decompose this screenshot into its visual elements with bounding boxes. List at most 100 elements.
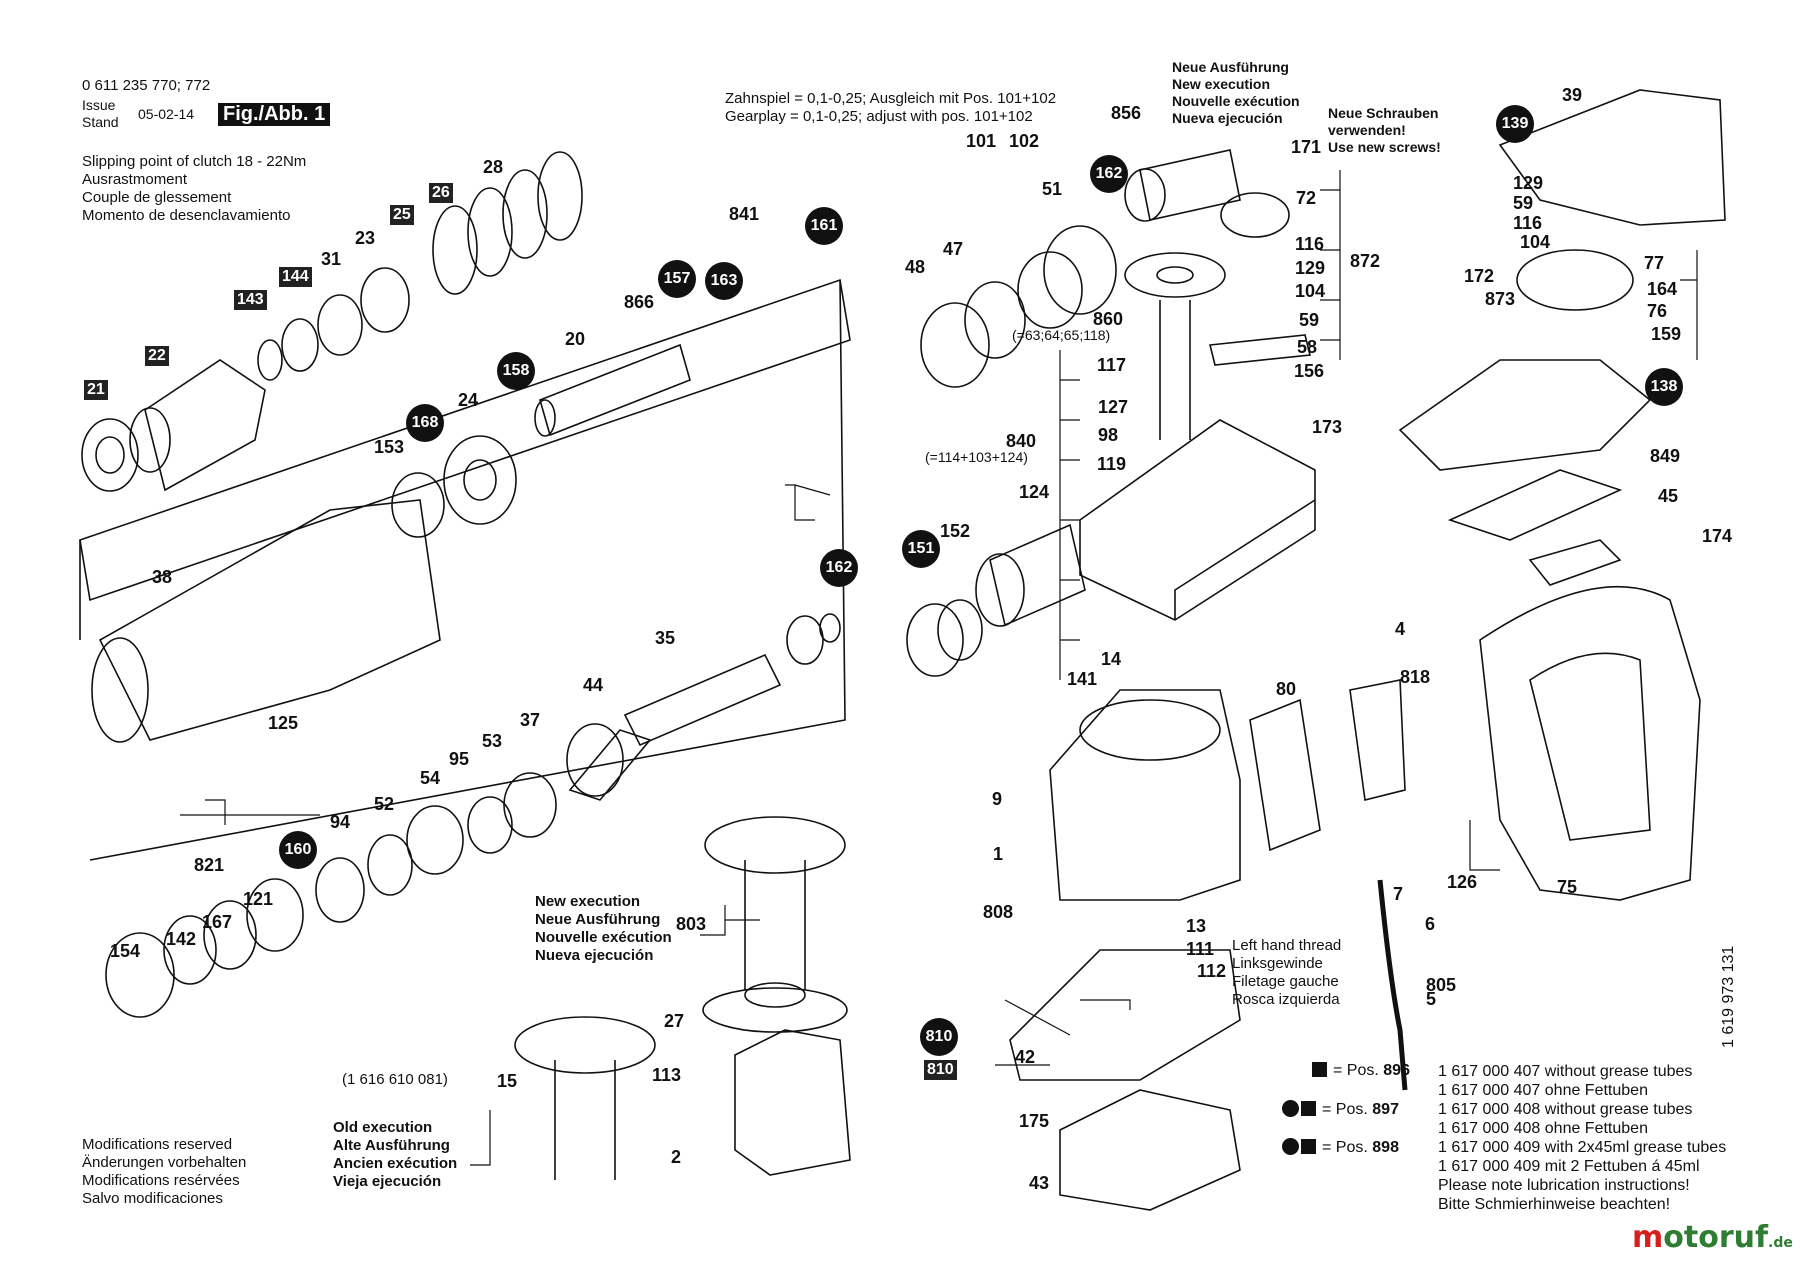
gearplay-note-2: Gearplay = 0,1-0,25; adjust with pos. 10… [725, 108, 1033, 125]
part-number: 167 [202, 912, 233, 932]
part-number: 873 [1485, 289, 1516, 309]
part-number: 1 [993, 844, 1004, 864]
part-number: 866 [624, 292, 655, 312]
part-number: 164 [1647, 279, 1678, 299]
stand-label: Stand [82, 114, 119, 130]
part-number: 35 [655, 628, 676, 648]
watermark-tld: .de [1768, 1235, 1793, 1251]
legend-pos: 897 [1372, 1101, 1399, 1118]
part-number: 4 [1395, 619, 1406, 639]
part-number: 175 [1019, 1111, 1050, 1131]
part-number: 154 [110, 941, 141, 961]
part-number: 124 [1019, 482, 1050, 502]
boxed-number: 21 [84, 380, 108, 400]
circled-number: 162 [1090, 155, 1128, 193]
part-number: 9 [992, 789, 1003, 809]
clutch-note-2: Ausrastmoment [82, 171, 188, 188]
part-number: 72 [1296, 188, 1317, 208]
old-exec-1: Old execution [333, 1119, 433, 1136]
part-number: 59 [1513, 193, 1534, 213]
new-screws-2: verwenden! [1328, 122, 1406, 138]
square-symbol-icon [1301, 1139, 1316, 1154]
part-number: 117 [1097, 355, 1127, 375]
part-number: 127 [1098, 397, 1129, 417]
modifications-1: Modifications reserved [82, 1136, 233, 1153]
legend-line: 1 617 000 407 ohne Fettuben [1438, 1082, 1648, 1099]
part-number: 5 [1426, 989, 1437, 1009]
part-number: 174 [1702, 526, 1733, 546]
part-number: 104 [1295, 281, 1326, 301]
new-exec-top-1: Neue Ausführung [1172, 59, 1289, 75]
new-exec-arm-1: New execution [535, 893, 641, 910]
part-number: 808 [983, 902, 1014, 922]
new-screws-1: Neue Schrauben [1328, 105, 1439, 121]
part-number: 849 [1650, 446, 1681, 466]
part-number: 116 [1513, 213, 1543, 233]
part-number: 101 [966, 131, 997, 151]
part-number: 173 [1312, 417, 1343, 437]
part-number: 159 [1651, 324, 1682, 344]
drawing-number: 1 619 973 131 [1720, 945, 1737, 1048]
part-number: 111 [1186, 939, 1215, 959]
part-number: 48 [905, 257, 926, 277]
new-exec-top-4: Nueva ejecución [1172, 110, 1283, 126]
part-number: 0 611 235 770; 772 [82, 77, 211, 94]
legend-line: Bitte Schmierhinweise beachten! [1438, 1196, 1671, 1213]
legend-line: 1 617 000 409 mit 2 Fettuben á 45ml [1438, 1158, 1700, 1175]
part-number: 54 [420, 768, 441, 788]
new-exec-arm-3: Nouvelle exécution [535, 929, 672, 946]
part-number: 42 [1015, 1047, 1036, 1067]
watermark-rest: otoruf [1663, 1220, 1769, 1255]
part-number: 14 [1101, 649, 1122, 669]
part-number: 28 [483, 157, 504, 177]
legend-line: 1 617 000 408 ohne Fettuben [1438, 1120, 1648, 1137]
part-number: 153 [374, 437, 405, 457]
part-number: 15 [497, 1071, 518, 1091]
part-number: 104 [1520, 232, 1551, 252]
part-number: 44 [583, 675, 604, 695]
part-number: 818 [1400, 667, 1431, 687]
part-number: 125 [268, 713, 299, 733]
legend-line: Please note lubrication instructions! [1438, 1177, 1690, 1194]
circled-number: 810 [920, 1018, 958, 1056]
part-number: 841 [729, 204, 760, 224]
circled-number: 161 [805, 207, 843, 245]
circled-number: 151 [902, 530, 940, 568]
part-number: 59 [1299, 310, 1320, 330]
part-number: 37 [520, 710, 541, 730]
gearplay-note-1: Zahnspiel = 0,1-0,25; Ausgleich mit Pos.… [725, 90, 1057, 107]
boxed-number: 22 [145, 346, 169, 366]
part-number: 821 [194, 855, 225, 875]
part-number: 23 [355, 228, 376, 248]
boxed-number: 144 [279, 267, 312, 287]
part-number: 116 [1295, 234, 1325, 254]
circled-number: 157 [658, 260, 696, 298]
gear-set-note: (=63;64;65;118) [1012, 327, 1111, 343]
part-number: 20 [565, 329, 586, 349]
part-number: 113 [652, 1065, 682, 1085]
part-number: 38 [152, 567, 173, 587]
circled-number: 168 [406, 404, 444, 442]
figure-label: Fig./Abb. 1 [218, 103, 331, 126]
part-number: 58 [1297, 337, 1318, 357]
watermark-m: m [1632, 1220, 1664, 1255]
part-number: 142 [166, 929, 197, 949]
new-exec-arm-4: Nueva ejecución [535, 947, 654, 964]
old-exec-3: Ancien exécution [333, 1155, 458, 1172]
circled-number: 138 [1645, 368, 1683, 406]
dot-symbol-icon [1282, 1100, 1299, 1117]
part-number: 872 [1350, 251, 1381, 271]
modifications-2: Änderungen vorbehalten [82, 1154, 247, 1171]
part-number: 94 [330, 812, 351, 832]
left-thread-4: Rosca izquierda [1232, 991, 1340, 1008]
circled-number: 139 [1496, 105, 1534, 143]
part-number: 52 [374, 794, 395, 814]
part-number: 805 [1426, 975, 1457, 995]
old-exec-4: Vieja ejecución [333, 1173, 442, 1190]
left-thread-3: Filetage gauche [1232, 973, 1339, 990]
legend-line: 1 617 000 409 with 2x45ml grease tubes [1438, 1139, 1727, 1156]
new-screws-3: Use new screws! [1328, 139, 1441, 155]
dot-symbol-icon [1282, 1138, 1299, 1155]
part-number: 98 [1098, 425, 1119, 445]
